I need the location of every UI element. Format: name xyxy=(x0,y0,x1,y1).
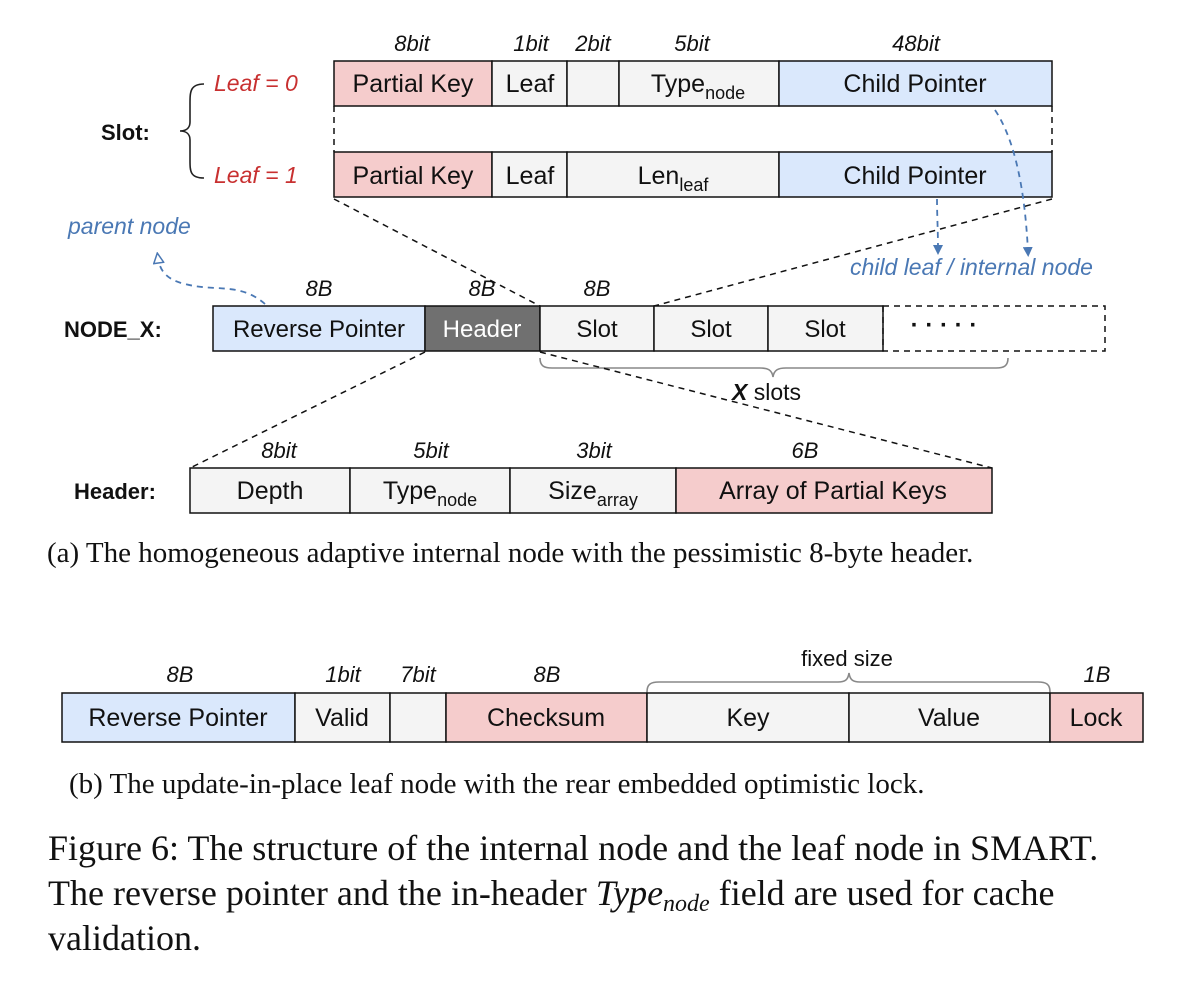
node-x: 8B 8B 8B NODE_X: Reverse Pointer Header … xyxy=(64,276,1106,405)
parent-node-label: parent node xyxy=(67,213,191,239)
leaf-valid: Valid xyxy=(315,704,369,732)
node-x-slot: Slot xyxy=(690,316,732,343)
figure-caption: Figure 6: The structure of the internal … xyxy=(48,826,1148,961)
node-x-slot: Slot xyxy=(804,316,846,343)
leaf-size-lock: 1B xyxy=(1084,662,1111,687)
slot-bits-leaf: 1bit xyxy=(513,31,549,56)
header-format: 8bit 5bit 3bit 6B Header: Depth Typenode… xyxy=(74,438,993,514)
header-label: Header: xyxy=(74,479,156,504)
header-array: Array of Partial Keys xyxy=(719,477,947,505)
child-arrow-internal xyxy=(994,109,1033,257)
figure-caption-text-end: field are used for cache validation. xyxy=(48,873,1055,958)
slot-row0-leaf: Leaf xyxy=(506,70,555,98)
node-x-slot: Slot xyxy=(576,316,618,343)
node-x-size-header: 8B xyxy=(469,276,496,301)
slot-row1-len: Lenleaf xyxy=(638,162,710,195)
header-type: Typenode xyxy=(383,477,477,510)
structure-diagram: 8bit 1bit 2bit 5bit 48bit Slot: Leaf = 0… xyxy=(61,31,1144,743)
slot-row1-leaf: Leaf xyxy=(506,162,555,190)
slot-brace xyxy=(179,83,205,179)
leaf-size-checksum: 8B xyxy=(534,662,561,687)
slot-bits-reserved: 2bit xyxy=(574,31,611,56)
node-x-size-slot: 8B xyxy=(584,276,611,301)
node-x-ellipsis: · · · · · xyxy=(911,312,978,339)
slot-bits-partial-key: 8bit xyxy=(394,31,430,56)
figure-caption-type: Typenode xyxy=(595,873,710,917)
leaf-value: Value xyxy=(918,704,980,732)
parent-arrow xyxy=(158,258,266,305)
caption-a: (a) The homogeneous adaptive internal no… xyxy=(47,537,974,569)
slots-brace xyxy=(539,357,1009,378)
header-size: Sizearray xyxy=(548,477,638,510)
node-x-more-slots xyxy=(882,305,1106,352)
slot-row0-type: Typenode xyxy=(651,70,745,103)
node-x-reverse-pointer: Reverse Pointer xyxy=(233,316,405,343)
slot-row1-child-pointer: Child Pointer xyxy=(843,162,986,190)
slot-row1-partial-key: Partial Key xyxy=(353,162,474,190)
child-node-label: child leaf / internal node xyxy=(850,254,1093,280)
child-arrow-leaf xyxy=(932,198,943,255)
node-x-header: Header xyxy=(443,316,522,343)
leaf-size-reverse: 8B xyxy=(167,662,194,687)
slot-format: 8bit 1bit 2bit 5bit 48bit Slot: Leaf = 0… xyxy=(101,31,1053,198)
fixed-size-brace xyxy=(646,672,1051,693)
slot-bits-type: 5bit xyxy=(674,31,710,56)
header-bits-size: 3bit xyxy=(576,438,612,463)
leaf-reverse-pointer: Reverse Pointer xyxy=(88,704,267,732)
node-x-size-reverse: 8B xyxy=(306,276,333,301)
leaf-size-reserved: 7bit xyxy=(400,662,436,687)
leaf-node: 8B 1bit 7bit 8B 1B fixed size Reverse Po… xyxy=(61,646,1144,743)
slot-bits-child: 48bit xyxy=(892,31,941,56)
leaf-size-valid: 1bit xyxy=(325,662,361,687)
slot-label: Slot: xyxy=(101,120,150,145)
header-depth: Depth xyxy=(237,477,304,505)
slot-row-leaf0: Partial Key Leaf Typenode Child Pointer xyxy=(333,60,1053,107)
leaf1-label: Leaf = 1 xyxy=(214,162,298,188)
leaf-key: Key xyxy=(726,704,770,732)
header-bits-depth: 8bit xyxy=(261,438,297,463)
fixed-size-label: fixed size xyxy=(801,646,893,671)
node-x-label: NODE_X: xyxy=(64,317,162,342)
slot-row0-partial-key: Partial Key xyxy=(353,70,474,98)
header-bits-array: 6B xyxy=(792,438,819,463)
header-bits-type: 5bit xyxy=(413,438,449,463)
caption-b: (b) The update-in-place leaf node with t… xyxy=(69,768,925,800)
slot-row0-child-pointer: Child Pointer xyxy=(843,70,986,98)
leaf0-label: Leaf = 0 xyxy=(214,70,298,96)
leaf-lock: Lock xyxy=(1070,704,1123,732)
leaf-checksum: Checksum xyxy=(487,704,605,732)
figure-caption-text: Figure 6: The structure of the internal … xyxy=(48,828,1099,913)
x-slots-label: X slots xyxy=(730,379,801,405)
slot-row-leaf1: Partial Key Leaf Lenleaf Child Pointer xyxy=(333,151,1053,198)
